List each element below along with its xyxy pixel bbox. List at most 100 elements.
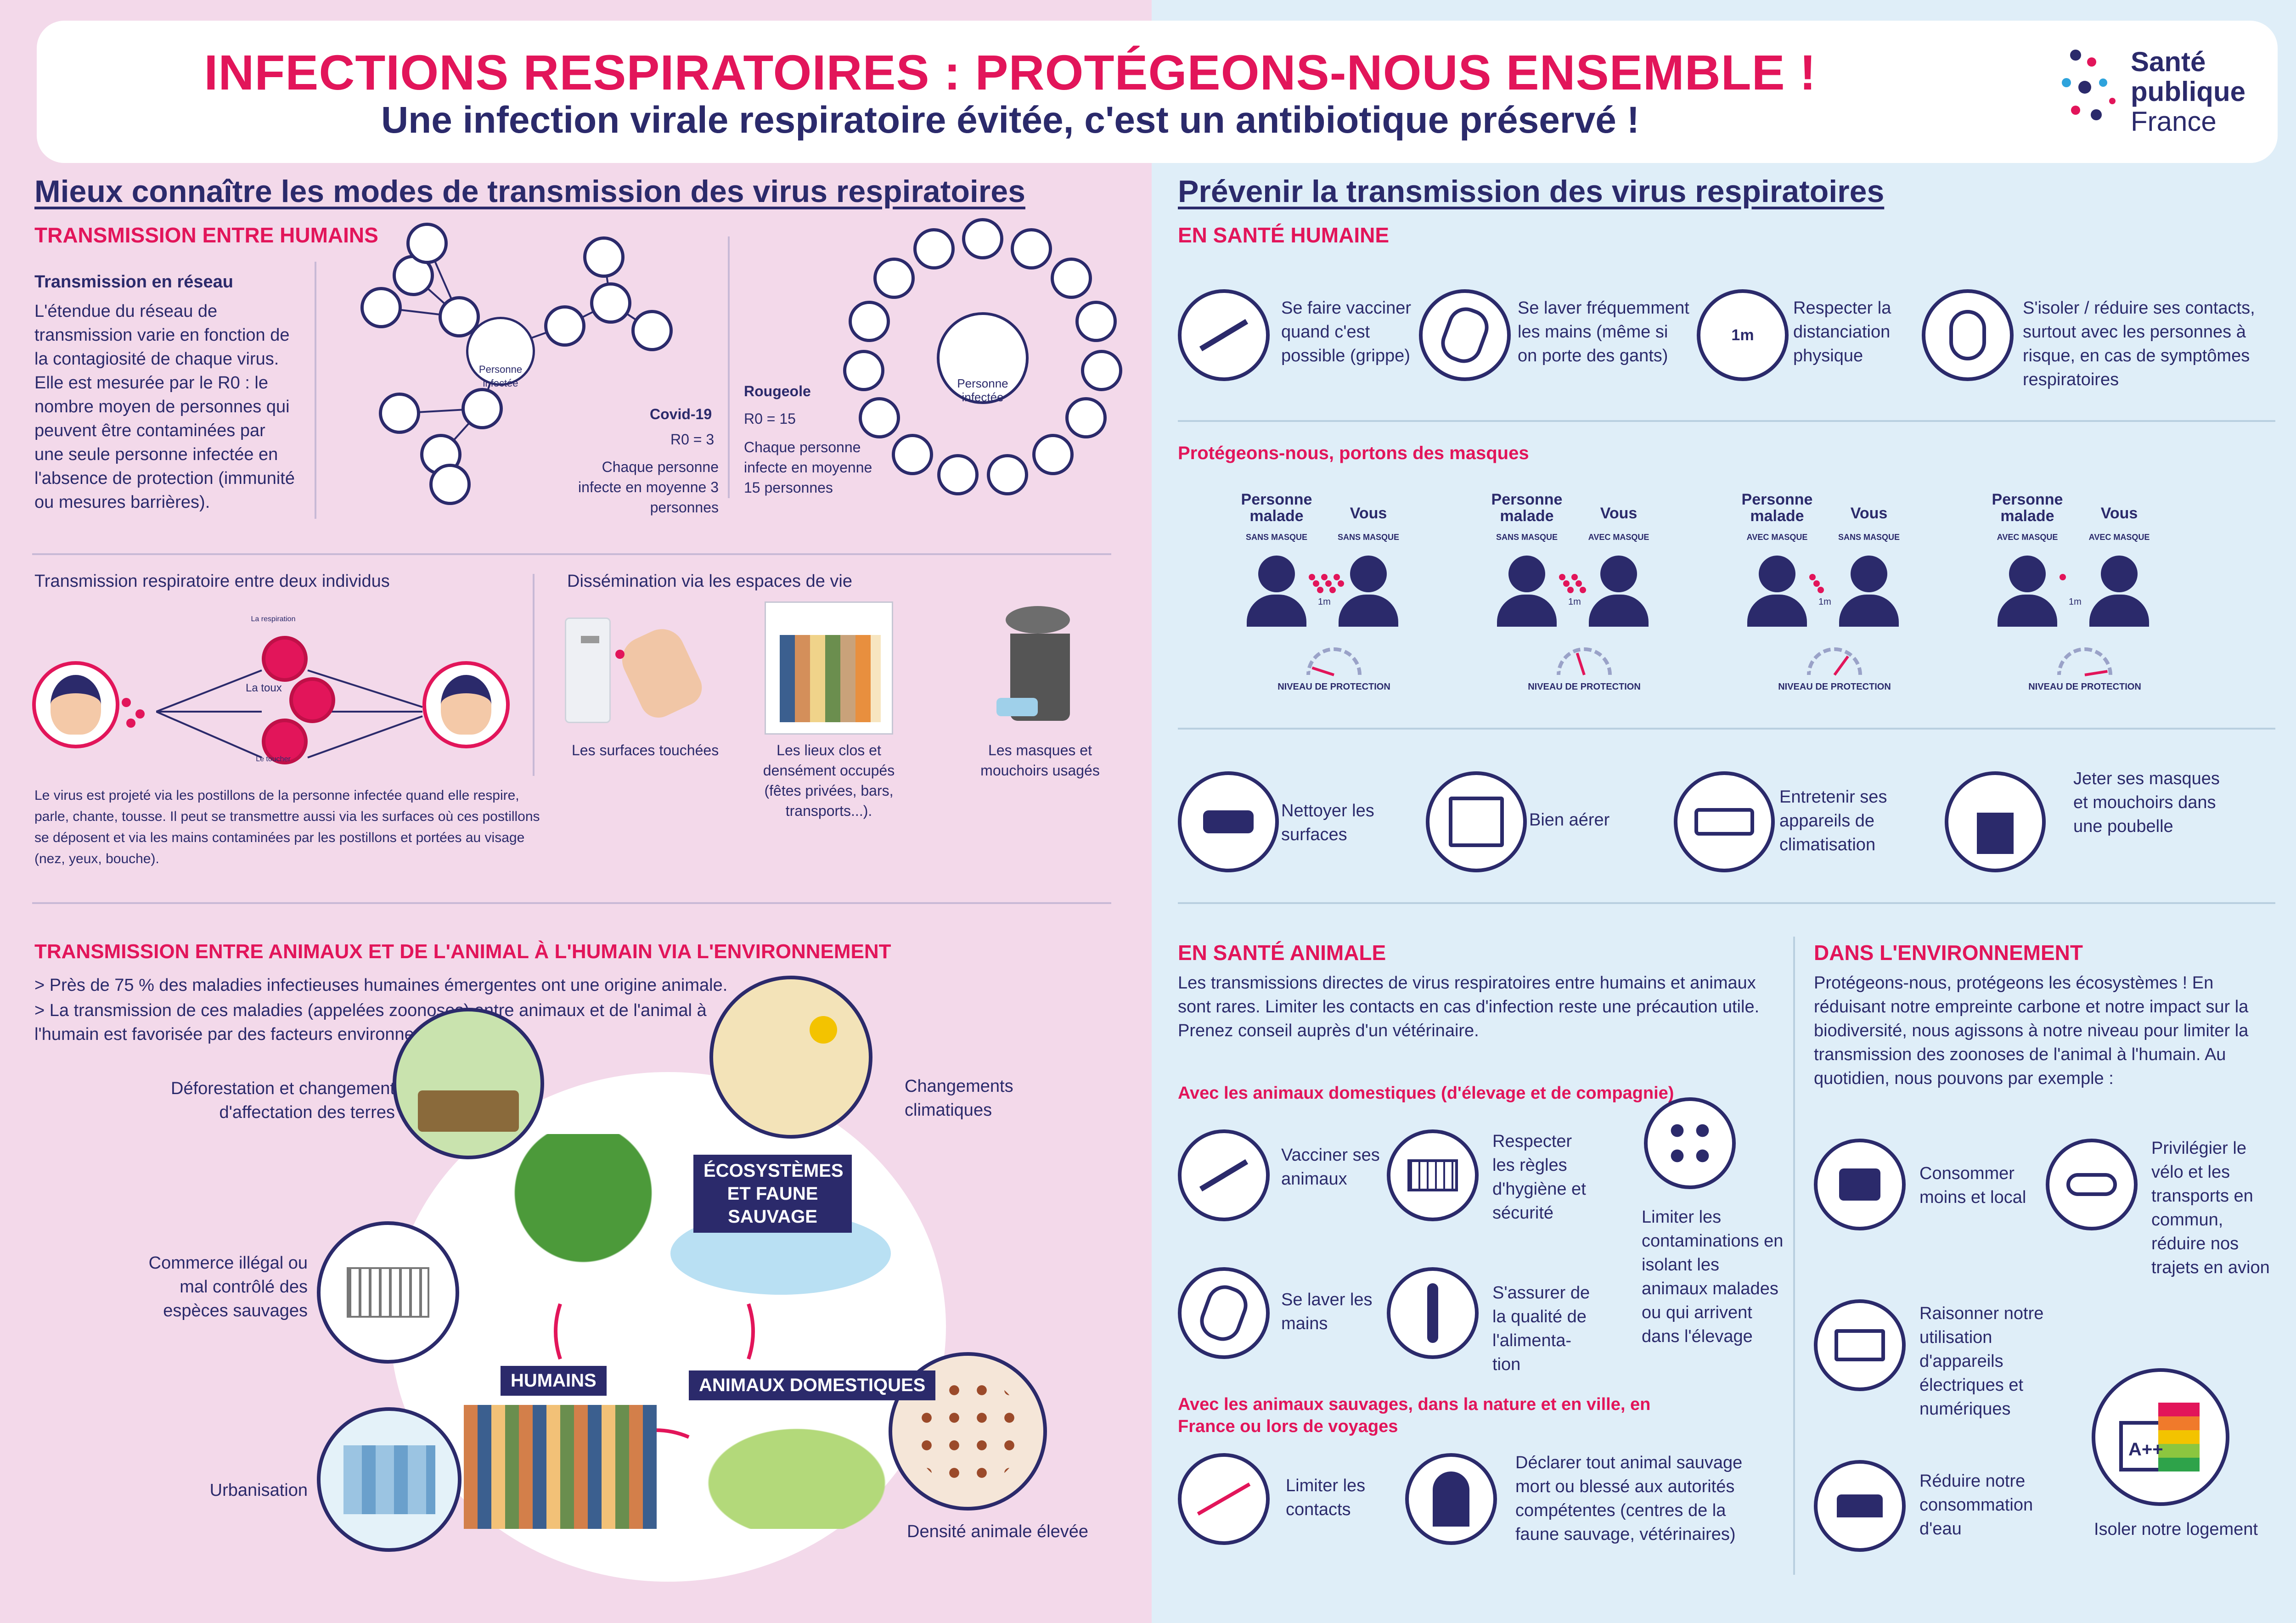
humans-group-illustration [464, 1405, 657, 1529]
droplet [1329, 587, 1336, 593]
droplet [1559, 574, 1565, 580]
droplet [1563, 580, 1570, 587]
feed-quality-icon [1387, 1267, 1479, 1359]
action-vaccinate: Se faire vacciner quand c'est possible (… [1281, 298, 1412, 365]
you-mask-state: SANS MASQUE [1337, 533, 1399, 542]
report-wild-animal-icon [1405, 1453, 1497, 1545]
person-node [1032, 434, 1074, 476]
breathing-label: La respiration [251, 615, 296, 623]
droplet [135, 709, 145, 719]
right-section-title: Prévenir la transmission des virus respi… [1178, 174, 1885, 209]
infected-label: Personne infectée [957, 376, 1008, 404]
sick-person-label: Personne malade [1992, 491, 2063, 525]
person-node [858, 397, 900, 438]
divider [1178, 902, 2275, 904]
you-mask-state: AVEC MASQUE [1588, 533, 1649, 542]
you-mask-state: SANS MASQUE [1838, 533, 1900, 542]
distance-label: 1m [1318, 597, 1331, 607]
droplet [1809, 574, 1816, 580]
sick-person-mask-state: SANS MASQUE [1245, 533, 1307, 542]
divider [32, 553, 1111, 555]
divider [1178, 420, 2275, 422]
you-label: Vous [1350, 505, 1387, 522]
action-distancing: Respecter la distanciation physique [1793, 298, 1891, 365]
person-node [461, 388, 503, 429]
breathing-icon [262, 636, 308, 682]
action-clean: Nettoyer les surfaces [1281, 801, 1374, 844]
factor-density: Densité animale élevée [907, 1522, 1089, 1541]
sick-person-icon [1747, 556, 1807, 627]
protection-gauge [1306, 647, 1362, 676]
person-node [913, 228, 955, 270]
covid-r0: R0 = 3 [670, 431, 715, 448]
you-mask-state: AVEC MASQUE [2088, 533, 2150, 542]
logo-text-2: publique [2131, 76, 2245, 107]
animal-health-text: Les transmissions directes de virus resp… [1178, 973, 1760, 1040]
spaces-title: Dissémination via les espaces de vie [567, 572, 852, 591]
droplet [126, 719, 135, 728]
resp-diagram: La respiration La toux Le toucher [28, 606, 510, 771]
droplet [122, 698, 131, 707]
animals-bullet-1: > Près de 75 % des maladies infectieuses… [34, 976, 728, 995]
page-subtitle: Une infection virale respiratoire évitée… [381, 99, 1640, 141]
factor-climate: Changements climatiques [905, 1077, 1013, 1120]
person-node [937, 454, 979, 496]
infected-person-node [466, 317, 535, 386]
network-text: L'étendue du réseau de transmission vari… [34, 302, 295, 512]
bin-icon [1945, 771, 2046, 872]
action-limit-contacts: Limiter les contacts [1286, 1476, 1366, 1519]
droplet [1313, 580, 1319, 587]
wildlife-trade-icon [317, 1221, 459, 1364]
droplet [1576, 580, 1582, 587]
person-node [873, 258, 915, 299]
droplet [1580, 587, 1586, 593]
domestic-animals-label: ANIMAUX DOMESTIQUES [689, 1370, 936, 1400]
droplet [2060, 574, 2066, 580]
you-label: Vous [1600, 505, 1638, 522]
cleaning-icon [1178, 771, 1279, 872]
action-dispose: Jeter ses masques et mouchoirs dans une … [2073, 769, 2220, 836]
surface-touch-illustration [565, 613, 708, 728]
sick-person-mask-state: SANS MASQUE [1496, 533, 1558, 542]
action-wash-hands: Se laver fréquemment les mains (même si … [1518, 298, 1689, 365]
env-text: Protégeons-nous, protégeons les écosystè… [1814, 973, 2249, 1088]
divider [32, 902, 1111, 904]
divider [1793, 937, 1795, 1575]
masks-title: Protégeons-nous, portons des masques [1178, 443, 1529, 463]
sick-person-label: Personne malade [1241, 491, 1312, 525]
you-label: Vous [2100, 505, 2138, 522]
person-node [583, 236, 625, 278]
trash-bin-illustration [996, 606, 1088, 730]
person-node [631, 310, 673, 351]
eco-consume-local: Consommer moins et local [1919, 1164, 2026, 1207]
healthy-face-icon [422, 661, 510, 748]
space-label-surfaces: Les surfaces touchées [572, 742, 719, 758]
droplet [1317, 587, 1323, 593]
syringe-icon [1178, 289, 1270, 381]
electronics-icon [1814, 1299, 1906, 1391]
droplet [1321, 574, 1328, 580]
measles-name: Rougeole [744, 383, 811, 399]
action-report: Déclarer tout animal sauvage mort ou ble… [1515, 1453, 1743, 1544]
isolation-icon [1922, 289, 2014, 381]
ventilation-icon [1426, 771, 1527, 872]
hygiene-icon [1387, 1129, 1479, 1221]
resp-text: Le virus est projeté via les postillons … [34, 788, 540, 866]
droplet [1325, 580, 1332, 587]
person-node [406, 223, 448, 264]
person-node [429, 464, 471, 505]
sick-person-icon [1497, 556, 1557, 627]
touch-label: Le toucher [256, 755, 291, 763]
divider [533, 574, 535, 776]
factor-trade: Commerce illégal ou mal contrôlé des esp… [148, 1253, 308, 1320]
person-node [843, 350, 885, 392]
action-isolate-animals: Limiter les contaminations en isolant le… [1642, 1207, 1784, 1346]
droplet [1338, 580, 1344, 587]
measles-r0: R0 = 15 [744, 410, 796, 427]
distancing-icon: 1m [1697, 289, 1789, 381]
person-node [1065, 397, 1107, 438]
animal-vaccine-icon [1178, 1129, 1270, 1221]
factor-urbanisation: Urbanisation [209, 1481, 308, 1500]
divider [1178, 728, 2275, 730]
